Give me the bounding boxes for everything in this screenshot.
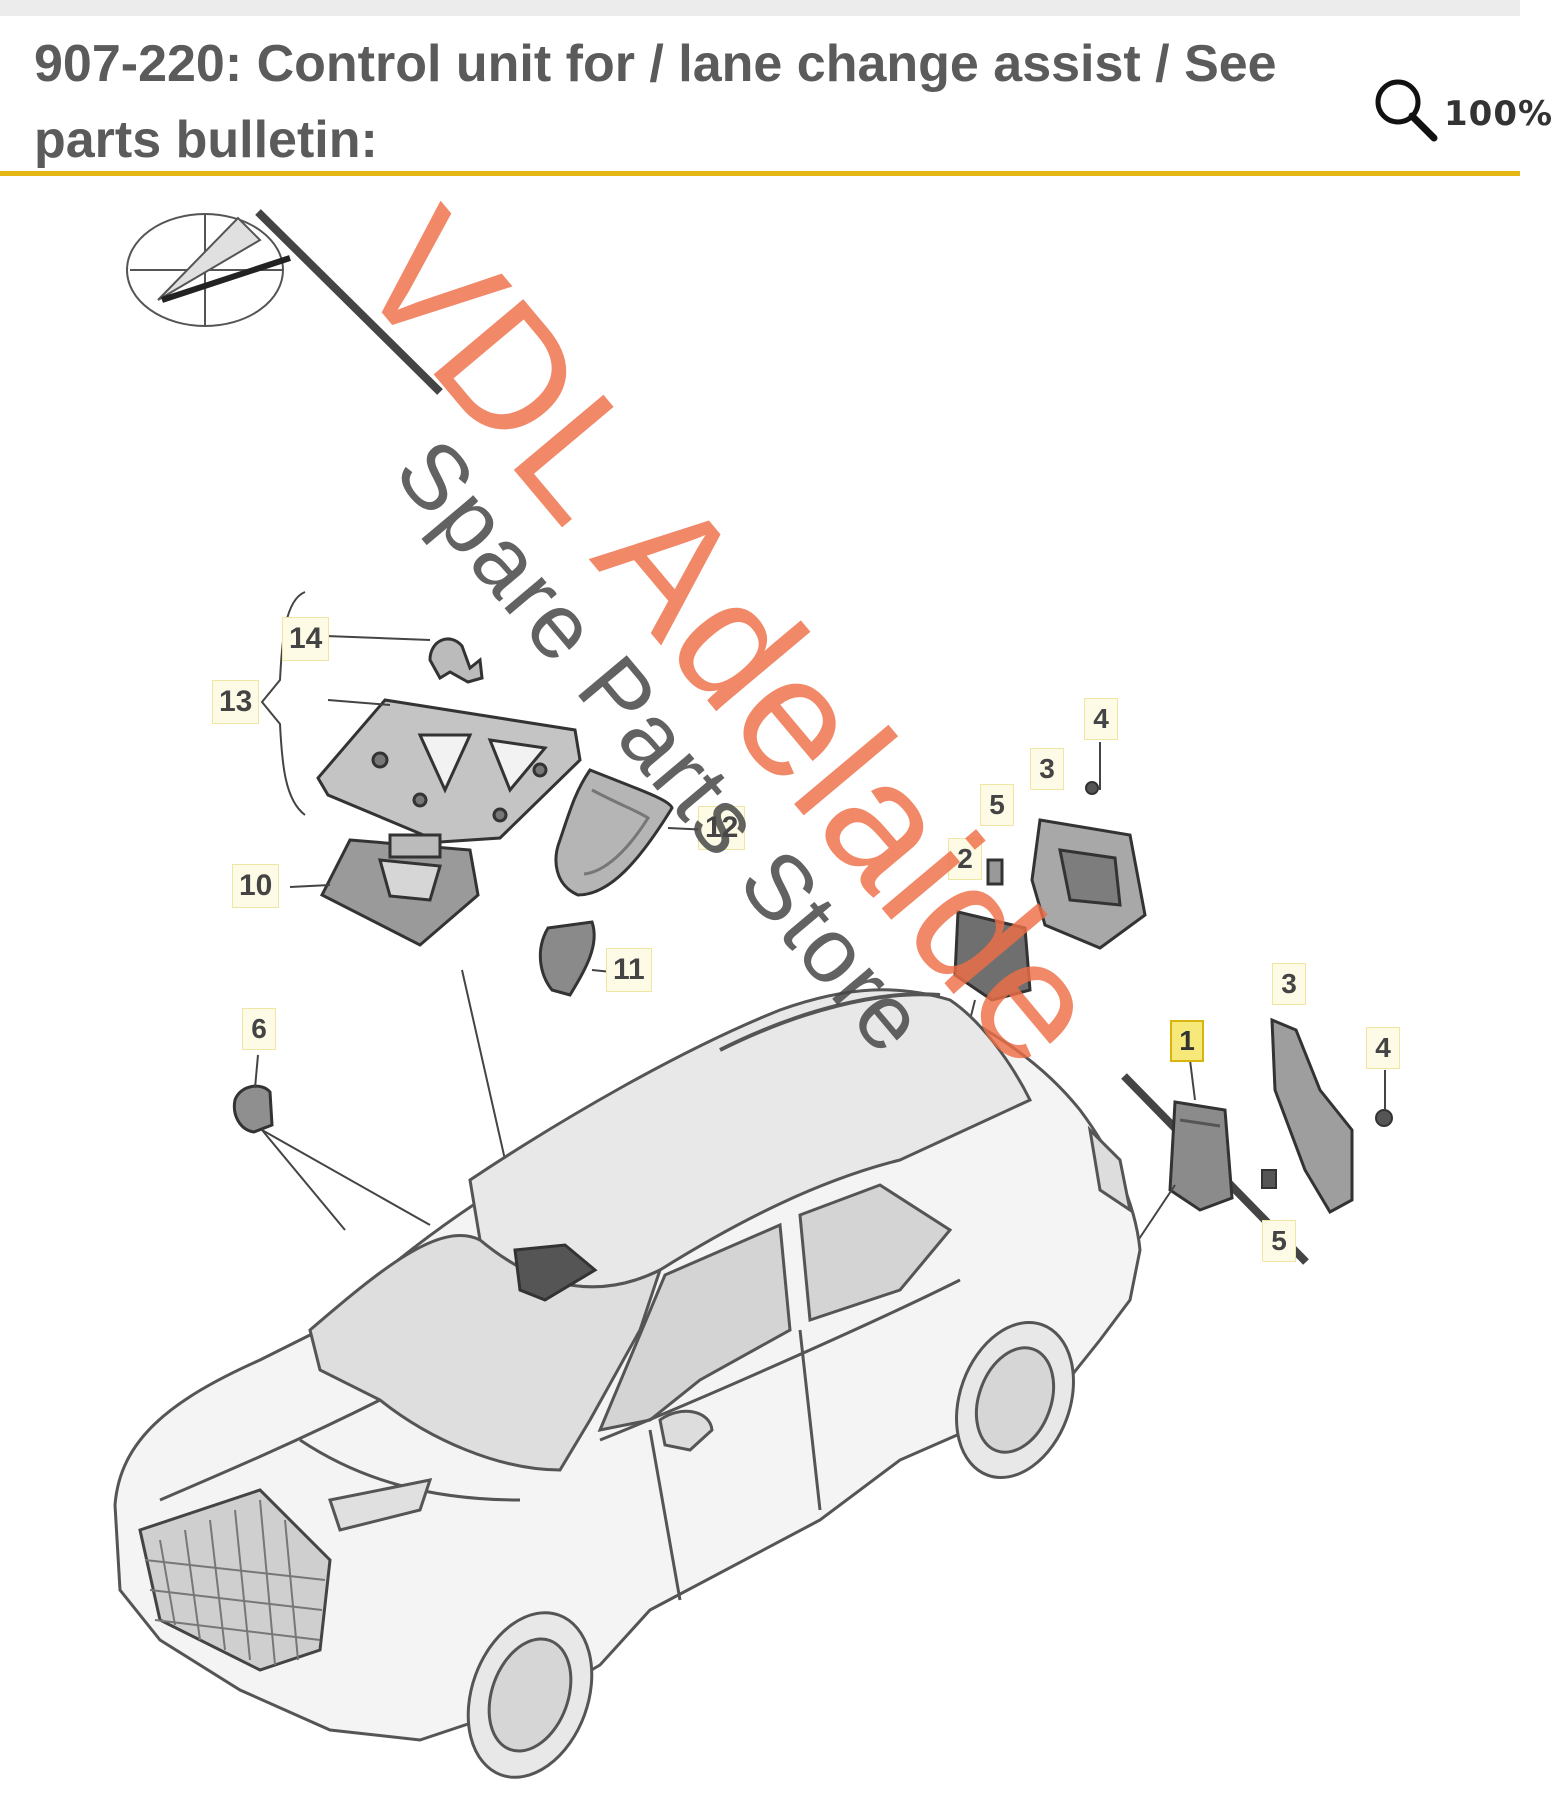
page-title: 907-220: Control unit for / lane change …	[34, 35, 1277, 169]
callout-5-lower[interactable]: 5	[1262, 1220, 1296, 1262]
callout-6[interactable]: 6	[242, 1008, 276, 1050]
magnifier-icon[interactable]	[1370, 74, 1442, 146]
page-header: 907-220: Control unit for / lane change …	[0, 16, 1552, 176]
callout-5-upper[interactable]: 5	[980, 784, 1014, 826]
callout-13[interactable]: 13	[212, 680, 260, 724]
callout-2[interactable]: 2	[948, 838, 982, 880]
part-13-bracket	[316, 698, 582, 844]
part-12-cover	[554, 768, 674, 897]
part-11-housing	[538, 920, 596, 997]
part-10-camera	[319, 833, 480, 947]
callout-4-lower[interactable]: 4	[1366, 1027, 1400, 1069]
callout-14[interactable]: 14	[282, 617, 330, 661]
part-3-upper-bracket	[1030, 818, 1147, 950]
car-illustration	[113, 988, 1142, 1779]
part-6-sensor	[232, 1084, 274, 1134]
callout-3-upper[interactable]: 3	[1030, 748, 1064, 790]
callout-10[interactable]: 10	[232, 864, 280, 908]
zoom-control[interactable]: 100%	[1370, 74, 1552, 146]
group-bracket	[260, 591, 306, 816]
part-1-control-unit[interactable]	[1168, 1100, 1234, 1212]
top-strip	[0, 0, 1520, 16]
callout-12[interactable]: 12	[698, 806, 746, 850]
part-3-lower-bracket	[1270, 1017, 1354, 1215]
callout-3-lower[interactable]: 3	[1272, 963, 1306, 1005]
strike-line	[255, 209, 443, 395]
part-14-clip	[428, 637, 484, 684]
screws	[1085, 781, 1393, 1189]
part-2-radar-sensor	[953, 858, 1032, 1002]
parts-diagram	[113, 209, 1393, 1779]
zoom-level: 100%	[1444, 94, 1553, 134]
callout-4-upper[interactable]: 4	[1084, 698, 1118, 740]
orientation-symbol	[126, 213, 291, 327]
callout-11[interactable]: 11	[606, 948, 652, 992]
callout-1-highlighted[interactable]: 1	[1170, 1020, 1204, 1062]
